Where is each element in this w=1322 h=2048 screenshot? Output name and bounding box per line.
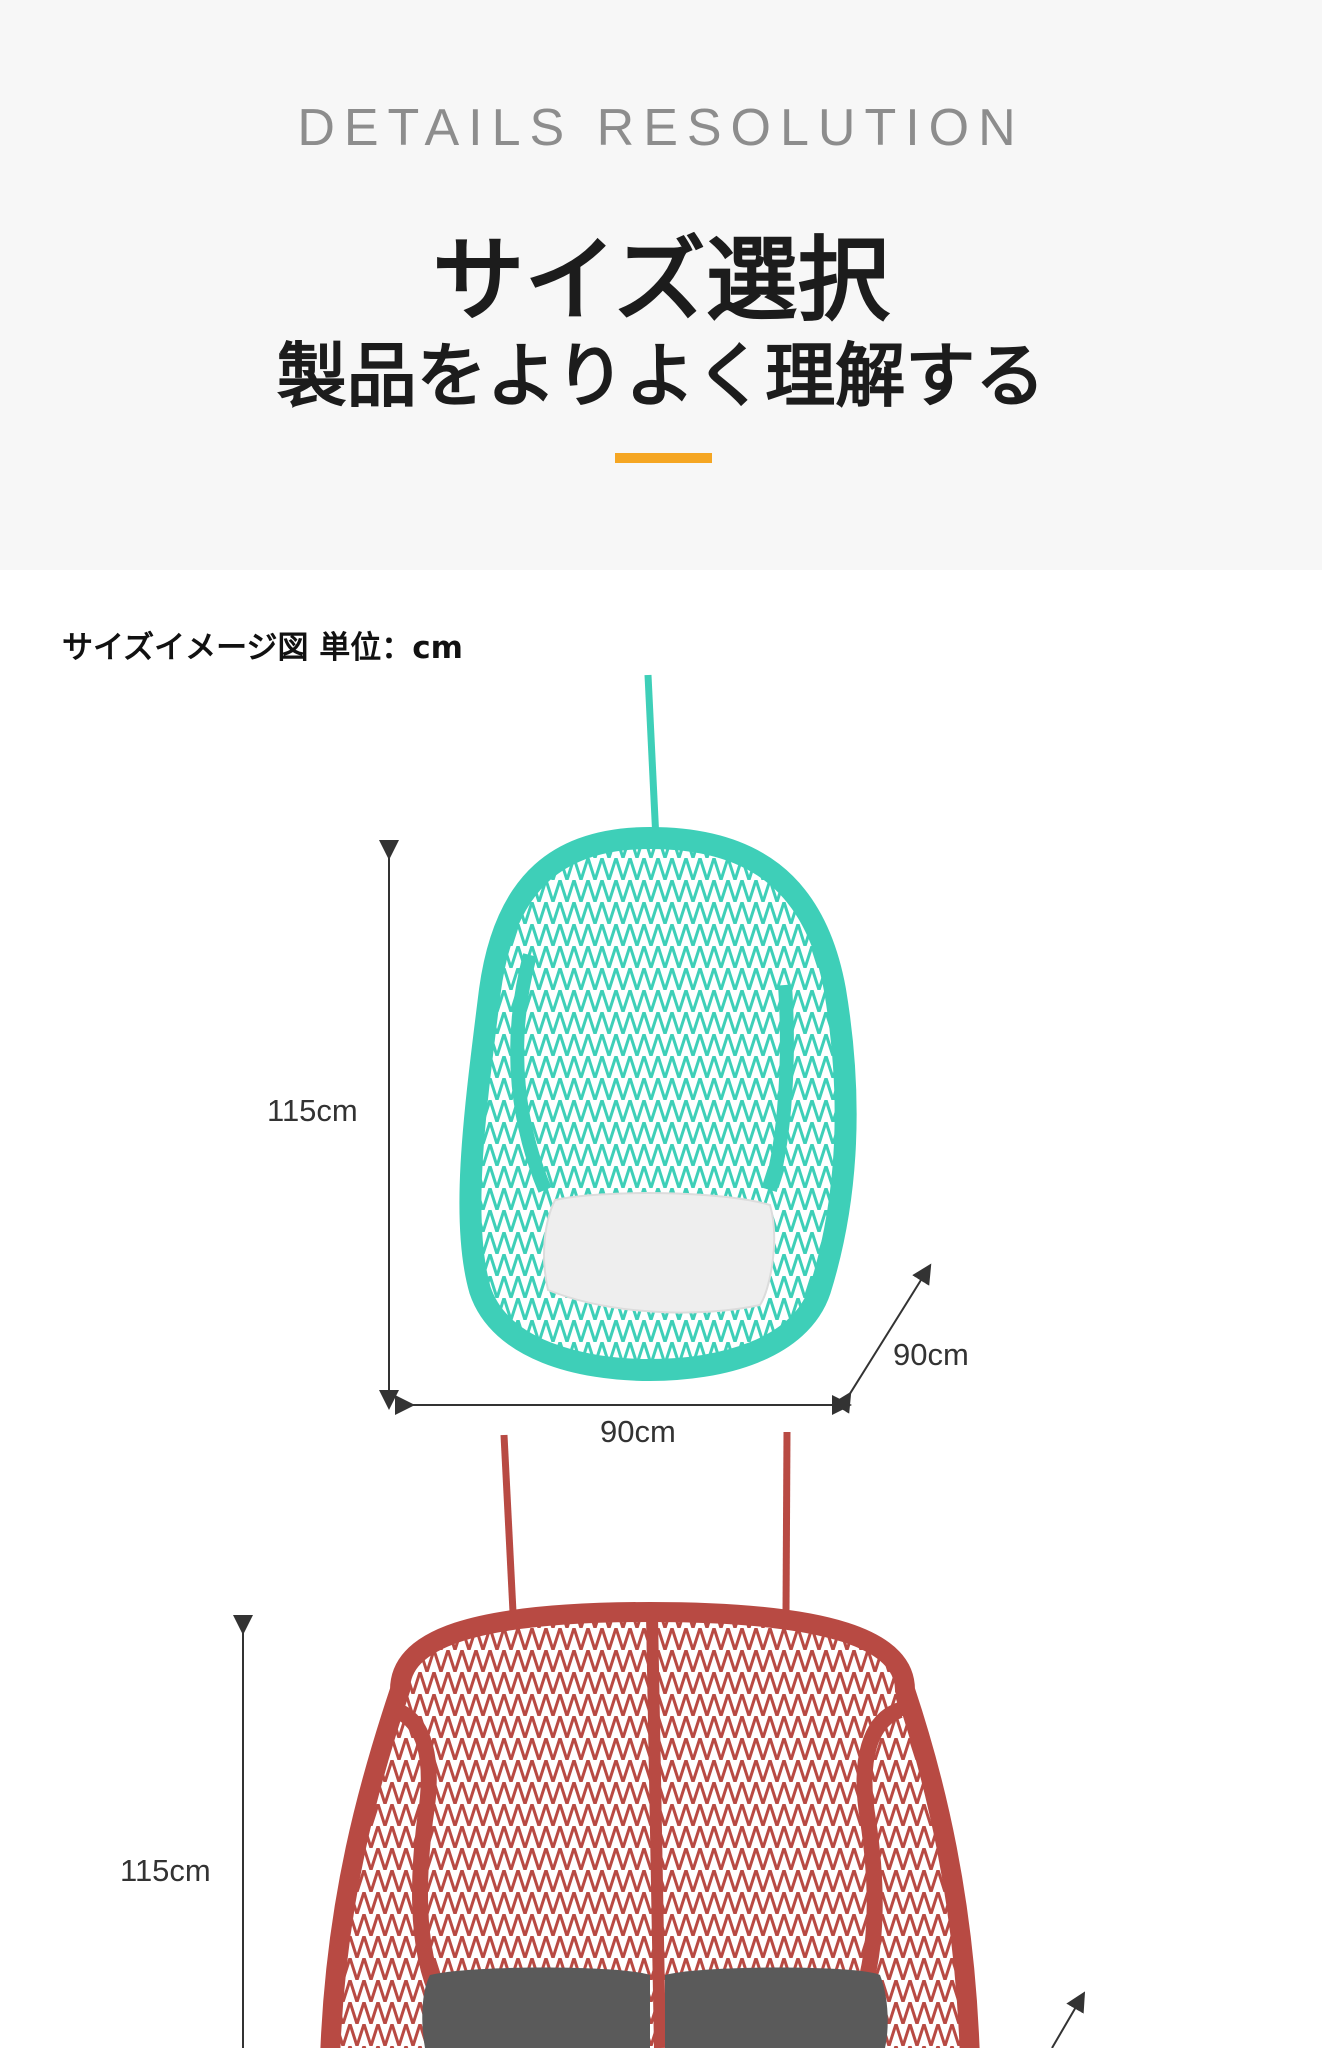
double-chair-armrest bbox=[852, 1702, 904, 2003]
section-label: サイズイメージ図 単位：cm bbox=[62, 630, 463, 666]
double-chair-armrest bbox=[391, 1702, 448, 2004]
double-chair-divider bbox=[646, 1614, 666, 2048]
single-chair-armrest bbox=[763, 984, 794, 1193]
depth-label: 90cm bbox=[893, 1337, 969, 1372]
height-label: 115cm bbox=[267, 1093, 358, 1128]
page-subtitle: 製品をよりよく理解する bbox=[276, 335, 1046, 417]
single-chair-armrest bbox=[510, 953, 552, 1193]
single-chair bbox=[459, 674, 857, 1382]
double-chair-hanger bbox=[500, 1434, 517, 1613]
header-banner: DETAILS RESOLUTION サイズ選択 製品をよりよく理解する bbox=[0, 0, 1322, 570]
depth-dimension-line-2 bbox=[1051, 1991, 1086, 2048]
double-chair-hanger bbox=[782, 1431, 791, 1613]
depth-dimension-line bbox=[832, 1263, 932, 1414]
width-label: 90cm bbox=[600, 1414, 676, 1449]
double-chair bbox=[320, 1431, 980, 2048]
eyebrow-text: DETAILS RESOLUTION bbox=[297, 99, 1025, 157]
page-title: サイズ選択 bbox=[432, 227, 890, 334]
single-chair-cushion bbox=[543, 1192, 776, 1314]
double-chair-cushion-left bbox=[422, 1967, 650, 2048]
height-label-2: 115cm bbox=[120, 1853, 211, 1888]
double-chair-cushion-right bbox=[665, 1967, 888, 2048]
accent-bar bbox=[615, 453, 712, 463]
single-chair-hanger bbox=[644, 674, 660, 841]
